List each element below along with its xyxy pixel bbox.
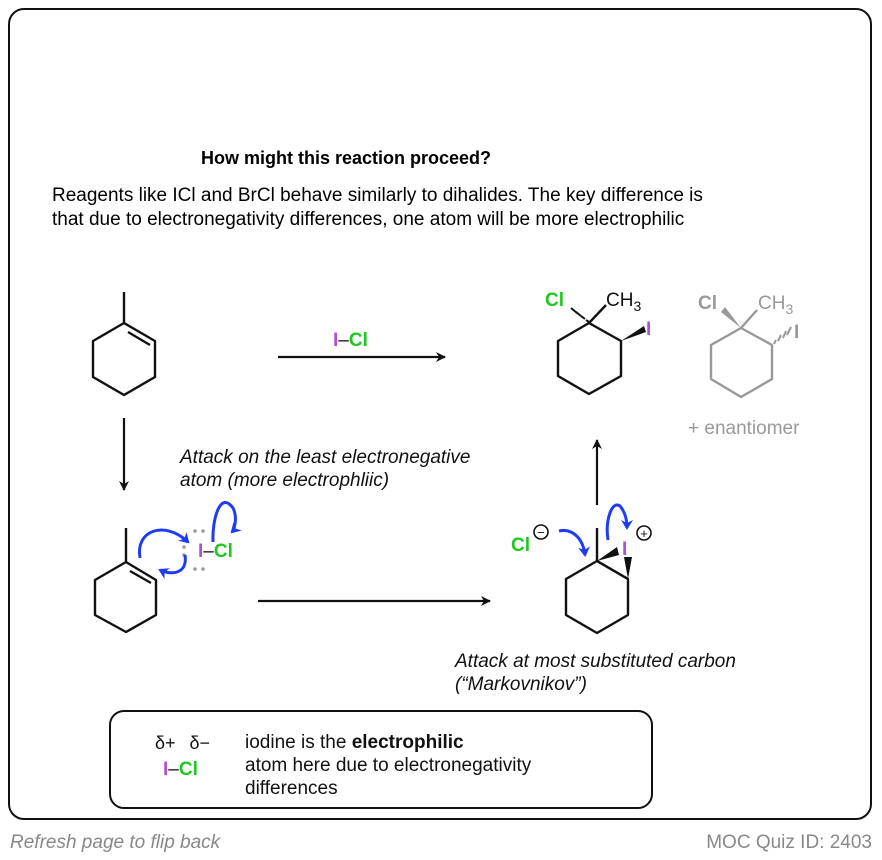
product-iodine: I: [646, 319, 651, 340]
enantiomer-methyl: CH3: [758, 293, 793, 317]
positive-charge-icon: [636, 525, 652, 541]
product-chlorine: Cl: [545, 290, 564, 311]
negative-charge-sign: −: [537, 525, 545, 540]
partial-charges: δ+δ−: [155, 733, 210, 753]
note-line2: atom here due to electronegativity: [245, 755, 532, 776]
curved-arrow-lone-pair: [158, 554, 187, 579]
question-text-line2: that due to electronegativity difference…: [52, 209, 684, 230]
curved-arrow-ring-opening: [605, 503, 633, 541]
quiz-id: MOC Quiz ID: 2403: [706, 832, 872, 853]
curved-arrow-chloride-attack: [558, 528, 591, 557]
curved-arrow-icl-bond: [211, 500, 242, 543]
question-text-line1: Reagents like ICl and BrCl behave simila…: [52, 185, 703, 206]
note-icl: I–Cl: [163, 759, 198, 780]
chloride-ion: Cl: [511, 535, 530, 556]
annotation-attack-most-line2: (“Markovnikov”): [455, 674, 587, 695]
iodine-atom: I: [333, 330, 338, 351]
chlorine-atom: Cl: [349, 330, 368, 351]
positive-charge-sign: +: [640, 526, 648, 541]
annotation-attack-least-line1: Attack on the least electronegative: [179, 447, 470, 468]
question-title: How might this reaction proceed?: [201, 148, 491, 168]
enantiomer-label: + enantiomer: [688, 418, 800, 439]
quiz-card[interactable]: [8, 8, 872, 820]
annotation-attack-least-line2: atom (more electrophliic): [180, 470, 389, 491]
product-methyl: CH3: [606, 290, 641, 314]
enantiomer-chlorine: Cl: [698, 293, 717, 314]
refresh-hint: Refresh page to flip back: [10, 832, 221, 853]
product-molecule: Cl CH3 I: [545, 290, 651, 396]
note-line3: differences: [245, 778, 338, 799]
enantiomer-molecule: Cl CH3 I + enantiomer: [688, 293, 800, 439]
enantiomer-iodine: I: [794, 322, 799, 343]
annotation-attack-most-line1: Attack at most substituted carbon: [454, 651, 736, 672]
note-box: [109, 710, 653, 809]
reagent-label: I–Cl: [333, 330, 368, 351]
alkene-icl-complex: I–Cl: [93, 500, 242, 634]
iodonium-intermediate: I + Cl −: [511, 503, 652, 635]
note-line1: iodine is the electrophilic: [245, 732, 464, 753]
bond-dash: –: [338, 330, 349, 351]
methylcyclohexene-start: [91, 292, 157, 397]
iodonium-iodine: I: [622, 539, 627, 560]
complex-icl: I–Cl: [198, 541, 233, 562]
curved-arrow-pi-to-iodine: [138, 528, 190, 559]
negative-charge-icon: [533, 524, 549, 540]
